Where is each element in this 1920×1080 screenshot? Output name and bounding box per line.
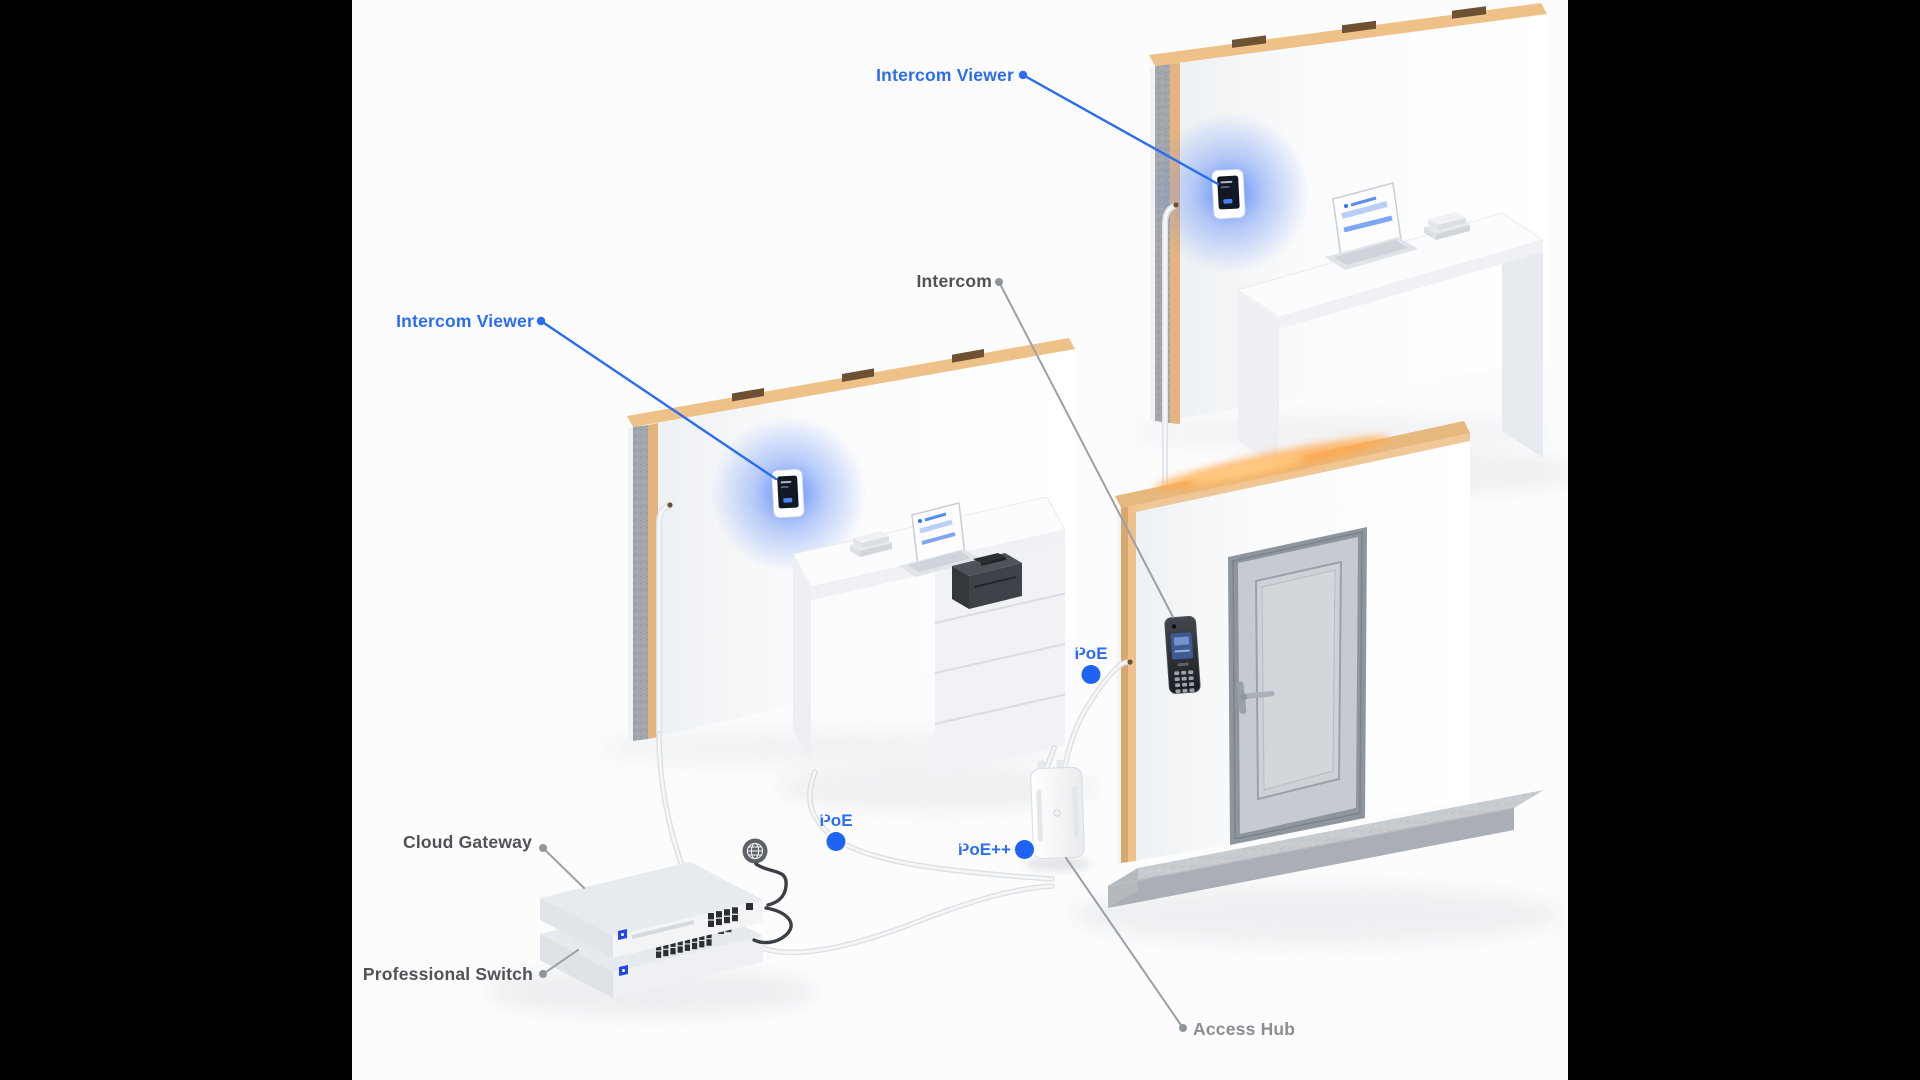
cloud-gateway-device [540, 862, 763, 958]
room-left [627, 338, 1097, 810]
intercom-label: Intercom [916, 271, 992, 291]
lightning-bolt-icon [959, 840, 967, 852]
annotation-lines [536, 70, 1220, 1032]
access-hub-group [1025, 659, 1133, 871]
intercom-viewer-device-left [771, 469, 805, 518]
leader-cloud-gateway [542, 847, 585, 889]
door-handle [1236, 681, 1275, 715]
intercom-viewer-left-label: Intercom Viewer [396, 311, 534, 331]
cloud-gateway-label: Cloud Gateway [403, 832, 532, 852]
wall-conduit [1163, 204, 1177, 502]
isometric-scene [487, 3, 1568, 1032]
label-text: Professional Switch [362, 964, 533, 984]
leader-intercom [998, 281, 1174, 618]
label-text: Access Hub [1193, 1019, 1296, 1039]
poe-label: PoE [1074, 644, 1108, 663]
poe-lightning-badge [959, 840, 1034, 859]
books-left [850, 531, 892, 557]
room-upper-right [1149, 3, 1568, 503]
leader-intercom-viewer-left [539, 319, 778, 481]
poe-lightning-badge [1075, 644, 1101, 684]
laptop-left [899, 502, 981, 577]
wan-cables [752, 862, 793, 945]
right-letterbox-bar [1568, 0, 1920, 1080]
room-door [1107, 421, 1544, 908]
wall-top-studs [1149, 3, 1547, 66]
poe-label: PoE [819, 811, 853, 830]
label-text: Intercom Viewer [396, 311, 534, 331]
lightning-bolt-icon [820, 811, 829, 823]
illustration-canvas: Intercom Viewer Intercom Viewer Intercom… [352, 0, 1568, 1080]
leader-access-hub [1065, 857, 1184, 1029]
leader-professional-switch [542, 949, 579, 975]
professional-switch-label: Professional Switch [363, 964, 533, 984]
books-upper-right [1424, 212, 1470, 240]
access-hub-label: Access Hub [1193, 1019, 1295, 1039]
wall-conduit [657, 504, 671, 736]
leader-intercom-viewer-top [1021, 73, 1220, 186]
label-text: Intercom Viewer [876, 65, 1014, 85]
poe-plus-callout: PoE++ [958, 840, 1034, 859]
internet-globe-icon [742, 838, 768, 864]
lightning-bolt-icon [1075, 644, 1084, 656]
intercom-viewer-top-label: Intercom Viewer [876, 65, 1014, 85]
label-text: Intercom [916, 271, 992, 291]
poe-label: PoE++ [958, 840, 1011, 859]
door [1228, 527, 1367, 845]
desk-upper-right [1236, 212, 1545, 468]
laptop-upper-right [1325, 182, 1418, 270]
gateway-switch-stack [487, 838, 817, 1016]
poe-lightning-badge [820, 811, 846, 851]
poe-wall-callout: PoE [1074, 644, 1108, 684]
left-letterbox-bar [0, 0, 352, 1080]
intercom-viewer-device-top [1211, 169, 1246, 219]
poe-floor-callout: PoE [819, 811, 853, 851]
intercom-device [1164, 616, 1201, 694]
desk-printer-device [952, 553, 1022, 609]
label-text: Cloud Gateway [402, 832, 532, 852]
concrete-platform [1107, 790, 1544, 908]
access-hub-device [1030, 759, 1085, 860]
